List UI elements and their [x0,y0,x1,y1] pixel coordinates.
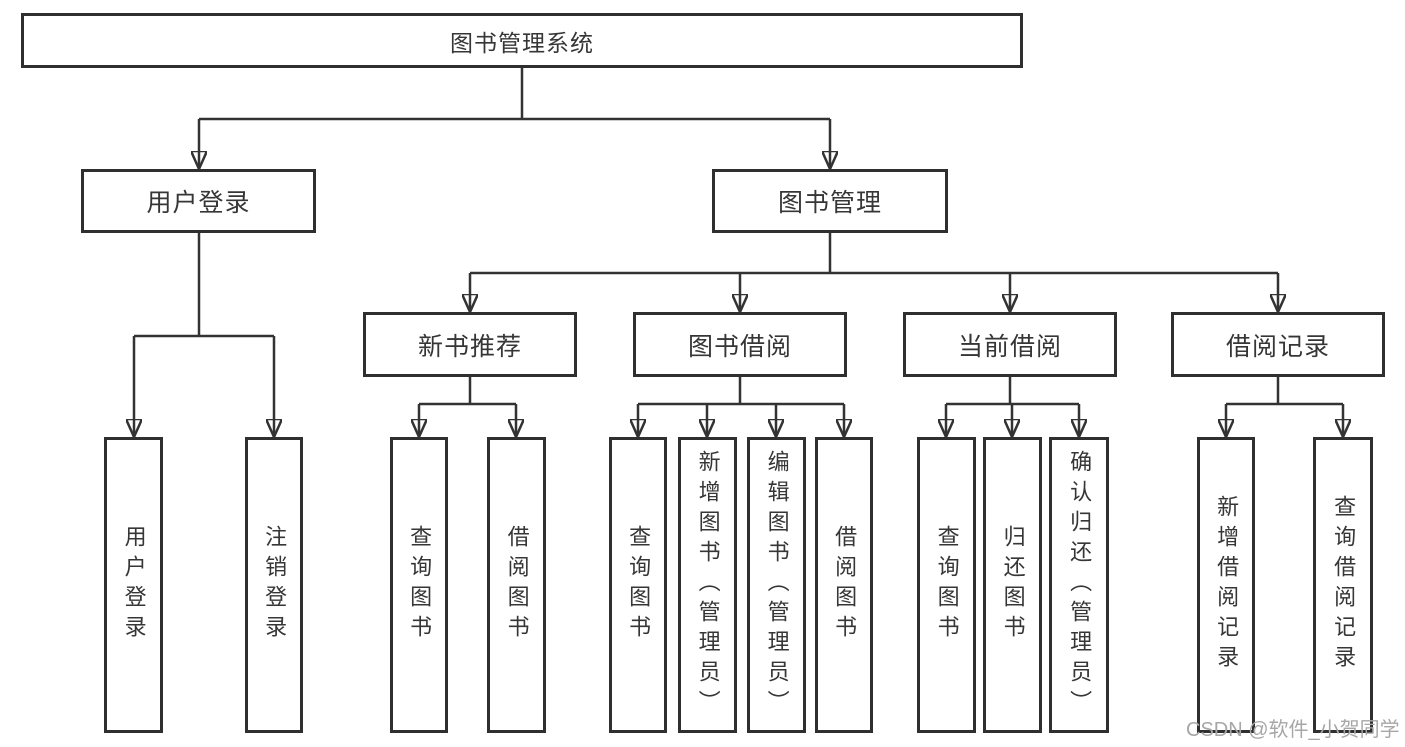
node-user-login: 用户登录 [81,169,316,233]
leaf-records-add-record: 新增借阅记录 [1197,437,1255,733]
node-current-borrowing-label: 当前借阅 [957,332,1062,361]
node-new-book-recommend: 新书推荐 [363,312,577,377]
leaf-current-confirm-return-admin: 确认归还（管理员） [1049,437,1109,733]
node-book-management: 图书管理 [712,169,948,233]
leaf-logout-label: 注销登录 [262,525,288,645]
leaf-recommend-borrow-book-label: 借阅图书 [504,525,530,645]
node-book-borrowing: 图书借阅 [633,312,847,377]
node-book-borrowing-label: 图书借阅 [687,332,792,361]
leaf-recommend-query-book: 查询图书 [390,437,448,733]
leaf-current-return-book-label: 归还图书 [1000,525,1026,645]
leaf-user-login: 用户登录 [104,437,163,733]
leaf-records-query-record-label: 查询借阅记录 [1331,495,1357,675]
leaf-current-query-book-label: 查询图书 [934,525,960,645]
connector-arrows [134,119,1343,436]
leaf-borrow-add-book-admin: 新增图书（管理员） [678,437,737,733]
node-root: 图书管理系统 [21,13,1023,68]
node-new-book-recommend-label: 新书推荐 [417,332,522,361]
leaf-records-add-record-label: 新增借阅记录 [1214,495,1240,675]
node-borrowing-records-label: 借阅记录 [1225,332,1330,361]
leaf-borrow-query-book: 查询图书 [609,437,667,733]
node-user-login-label: 用户登录 [146,189,251,217]
node-root-label: 图书管理系统 [450,29,594,56]
leaf-recommend-borrow-book: 借阅图书 [487,437,546,733]
node-current-borrowing: 当前借阅 [903,312,1117,377]
leaf-recommend-query-book-label: 查询图书 [407,525,433,645]
leaf-borrow-edit-book-admin-label: 编辑图书（管理员） [764,450,790,720]
leaf-current-confirm-return-admin-label: 确认归还（管理员） [1067,450,1093,720]
leaf-borrow-add-book-admin-label: 新增图书（管理员） [695,450,721,720]
node-book-management-label: 图书管理 [777,189,882,217]
connector-spines [134,68,1343,406]
leaf-borrow-borrow-book-label: 借阅图书 [832,525,858,645]
leaf-borrow-edit-book-admin: 编辑图书（管理员） [747,437,806,733]
leaf-records-query-record: 查询借阅记录 [1313,437,1373,733]
leaf-current-return-book: 归还图书 [983,437,1042,733]
csdn-watermark: CSDN @软件_小贺同学 [1186,719,1400,741]
leaf-borrow-query-book-label: 查询图书 [626,525,652,645]
leaf-user-login-label: 用户登录 [121,525,147,645]
leaf-logout: 注销登录 [245,437,303,733]
leaf-current-query-book: 查询图书 [917,437,976,733]
node-borrowing-records: 借阅记录 [1171,312,1385,377]
leaf-borrow-borrow-book: 借阅图书 [815,437,873,733]
